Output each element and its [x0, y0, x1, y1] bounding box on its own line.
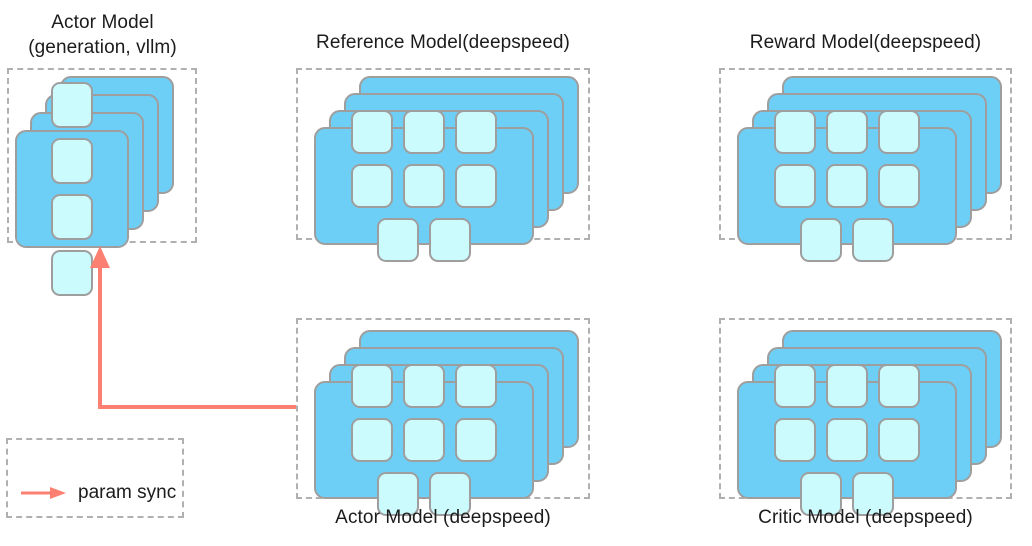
card-cell	[852, 218, 894, 262]
card-stack-reward-model	[719, 68, 1012, 262]
group-label-critic-model: Critic Model (deepspeed)	[758, 507, 973, 528]
card-layer-1	[314, 364, 534, 516]
card-stack-critic-model	[719, 318, 1012, 516]
card-layer-1	[737, 110, 957, 262]
card-cell	[826, 364, 868, 408]
card-cell	[800, 218, 842, 262]
card-cell	[377, 472, 419, 516]
card-cell	[455, 418, 497, 462]
card-cell	[403, 110, 445, 154]
card-cell	[826, 418, 868, 462]
card-layer-1	[15, 82, 129, 296]
group-label-actor-deepspeed: Actor Model (deepspeed)	[335, 507, 551, 528]
card-cell	[429, 472, 471, 516]
card-cell	[774, 418, 816, 462]
legend-label-param-sync: param sync	[78, 482, 177, 503]
card-cell	[51, 82, 93, 128]
card-cell	[351, 110, 393, 154]
group-label-reward-model: Reward Model(deepspeed)	[749, 32, 982, 53]
card-cell	[51, 194, 93, 240]
card-cell	[455, 164, 497, 208]
card-cell	[826, 164, 868, 208]
group-label-actor-vllm: Actor Model (generation, vllm)	[28, 12, 177, 58]
card-stack-actor-vllm	[7, 68, 197, 296]
card-stack-reference-model	[296, 68, 590, 262]
card-cell	[403, 418, 445, 462]
card-cell	[774, 110, 816, 154]
card-cell	[351, 164, 393, 208]
card-cell	[403, 364, 445, 408]
legend-item-param-sync: param sync	[20, 482, 176, 504]
legend-arrow-icon	[21, 487, 66, 499]
card-cell	[826, 110, 868, 154]
card-cell	[774, 164, 816, 208]
card-layer-1	[314, 110, 534, 262]
card-cell	[878, 418, 920, 462]
card-cell	[852, 472, 894, 516]
legend-box: param sync	[6, 438, 184, 518]
card-cell	[377, 218, 419, 262]
card-cell	[878, 364, 920, 408]
card-cell	[51, 250, 93, 296]
card-cell	[351, 364, 393, 408]
card-cell	[455, 110, 497, 154]
param-sync-line	[98, 262, 296, 409]
card-cell	[878, 164, 920, 208]
card-cell	[774, 364, 816, 408]
card-cell	[403, 164, 445, 208]
card-cell	[878, 110, 920, 154]
card-cell	[351, 418, 393, 462]
group-label-reference-model: Reference Model(deepspeed)	[316, 32, 570, 53]
card-cell	[455, 364, 497, 408]
param-sync-arrowhead	[90, 246, 110, 268]
card-layer-1	[737, 364, 957, 516]
card-stack-actor-deepspeed	[296, 318, 590, 516]
card-cell	[429, 218, 471, 262]
card-cell	[51, 138, 93, 184]
card-cell	[800, 472, 842, 516]
